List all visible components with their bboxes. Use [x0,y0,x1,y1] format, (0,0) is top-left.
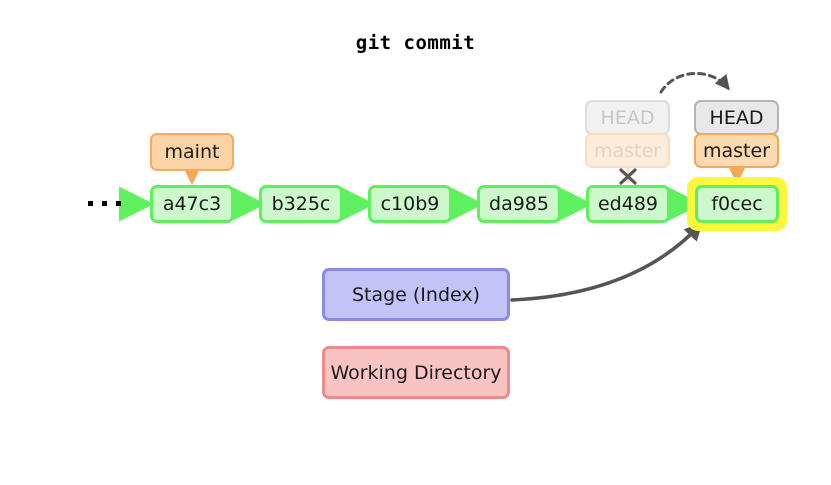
head-move-dashed-arrow [659,72,730,94]
head-label-current[interactable]: HEAD [694,100,779,135]
stage-index-box[interactable]: Stage (Index) [322,268,510,321]
branch-label-master-old: master [585,133,670,168]
stage-to-commit-arrow [510,222,703,302]
commit-node-b325c[interactable]: b325c [259,185,343,223]
branch-label-maint[interactable]: maint [150,133,234,171]
ellipsis-dot [116,201,121,206]
commit-node-ed489[interactable]: ed489 [586,185,670,223]
diagram-title: git commit [355,32,476,54]
x-mark-icon [619,168,637,185]
commit-node-f0cec[interactable]: f0cec [695,185,779,223]
ellipsis-dot [88,201,93,206]
ellipsis-icon [88,201,121,206]
head-label-old: HEAD [585,100,670,135]
ellipsis-dot [102,201,107,206]
branch-label-master-current[interactable]: master [694,133,779,168]
commit-node-a47c3[interactable]: a47c3 [150,185,234,223]
commit-node-da985[interactable]: da985 [477,185,561,223]
working-directory-box[interactable]: Working Directory [322,346,510,399]
commit-node-c10b9[interactable]: c10b9 [368,185,452,223]
